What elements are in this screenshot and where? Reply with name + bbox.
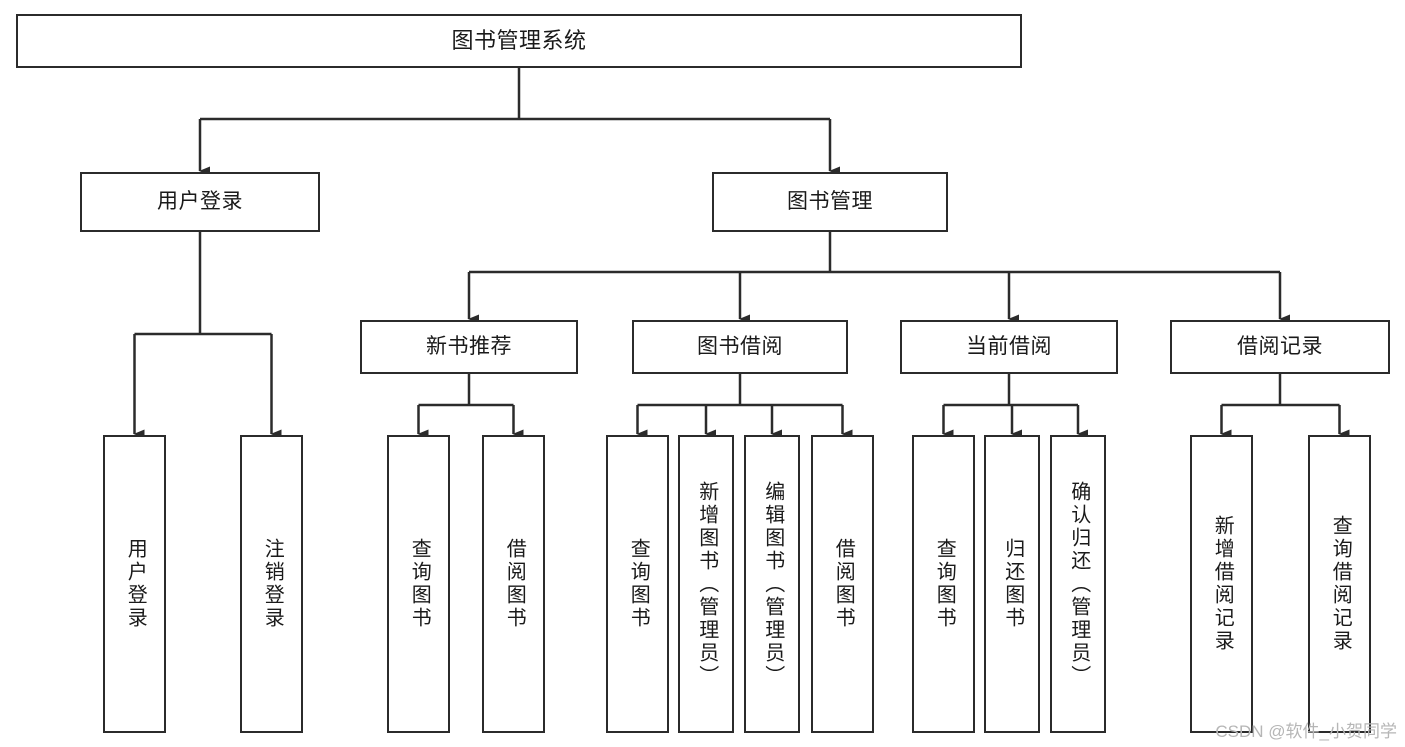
node-label: 确认归还（管理员）	[1067, 480, 1090, 688]
node-leaf-rec-add[interactable]: 新增借阅记录	[1190, 435, 1253, 733]
node-label: 用户登录	[157, 189, 243, 213]
node-leaf-cur-query[interactable]: 查询图书	[912, 435, 975, 733]
node-label: 借阅图书	[832, 538, 855, 630]
node-leaf-bor-add[interactable]: 新增图书（管理员）	[678, 435, 734, 733]
node-label: 当前借阅	[966, 334, 1052, 358]
node-label: 图书管理	[787, 189, 873, 213]
node-label: 查询图书	[933, 538, 956, 630]
node-label: 用户登录	[124, 538, 147, 630]
node-leaf-bor-query[interactable]: 查询图书	[606, 435, 669, 733]
node-label: 编辑图书（管理员）	[761, 480, 784, 688]
node-leaf-new-query[interactable]: 查询图书	[387, 435, 450, 733]
node-leaf-rec-query[interactable]: 查询借阅记录	[1308, 435, 1371, 733]
node-leaf-user-login[interactable]: 用户登录	[103, 435, 166, 733]
node-label: 查询图书	[627, 538, 650, 630]
node-leaf-new-borrow[interactable]: 借阅图书	[482, 435, 545, 733]
node-l3-record[interactable]: 借阅记录	[1170, 320, 1390, 374]
node-l2-user[interactable]: 用户登录	[80, 172, 320, 232]
node-root[interactable]: 图书管理系统	[16, 14, 1022, 68]
node-label: 归还图书	[1001, 538, 1024, 630]
node-l3-borrow[interactable]: 图书借阅	[632, 320, 848, 374]
node-l3-new[interactable]: 新书推荐	[360, 320, 578, 374]
node-leaf-cur-return[interactable]: 归还图书	[984, 435, 1040, 733]
node-label: 新增借阅记录	[1211, 515, 1234, 653]
node-leaf-bor-lend[interactable]: 借阅图书	[811, 435, 874, 733]
node-label: 查询图书	[408, 538, 431, 630]
node-label: 借阅记录	[1237, 334, 1323, 358]
node-leaf-cur-confirm[interactable]: 确认归还（管理员）	[1050, 435, 1106, 733]
node-label: 借阅图书	[503, 538, 526, 630]
watermark-text: CSDN @软件_小贺同学	[1215, 722, 1397, 741]
connector-lines	[133, 68, 1350, 439]
node-leaf-user-logout[interactable]: 注销登录	[240, 435, 303, 733]
node-leaf-bor-edit[interactable]: 编辑图书（管理员）	[744, 435, 800, 733]
node-label: 新书推荐	[426, 334, 512, 358]
node-label: 查询借阅记录	[1329, 515, 1352, 653]
node-l2-book[interactable]: 图书管理	[712, 172, 948, 232]
node-label: 新增图书（管理员）	[695, 480, 718, 688]
node-l3-current[interactable]: 当前借阅	[900, 320, 1118, 374]
node-label: 图书借阅	[697, 334, 783, 358]
node-label: 注销登录	[261, 538, 284, 630]
node-label: 图书管理系统	[451, 28, 587, 54]
